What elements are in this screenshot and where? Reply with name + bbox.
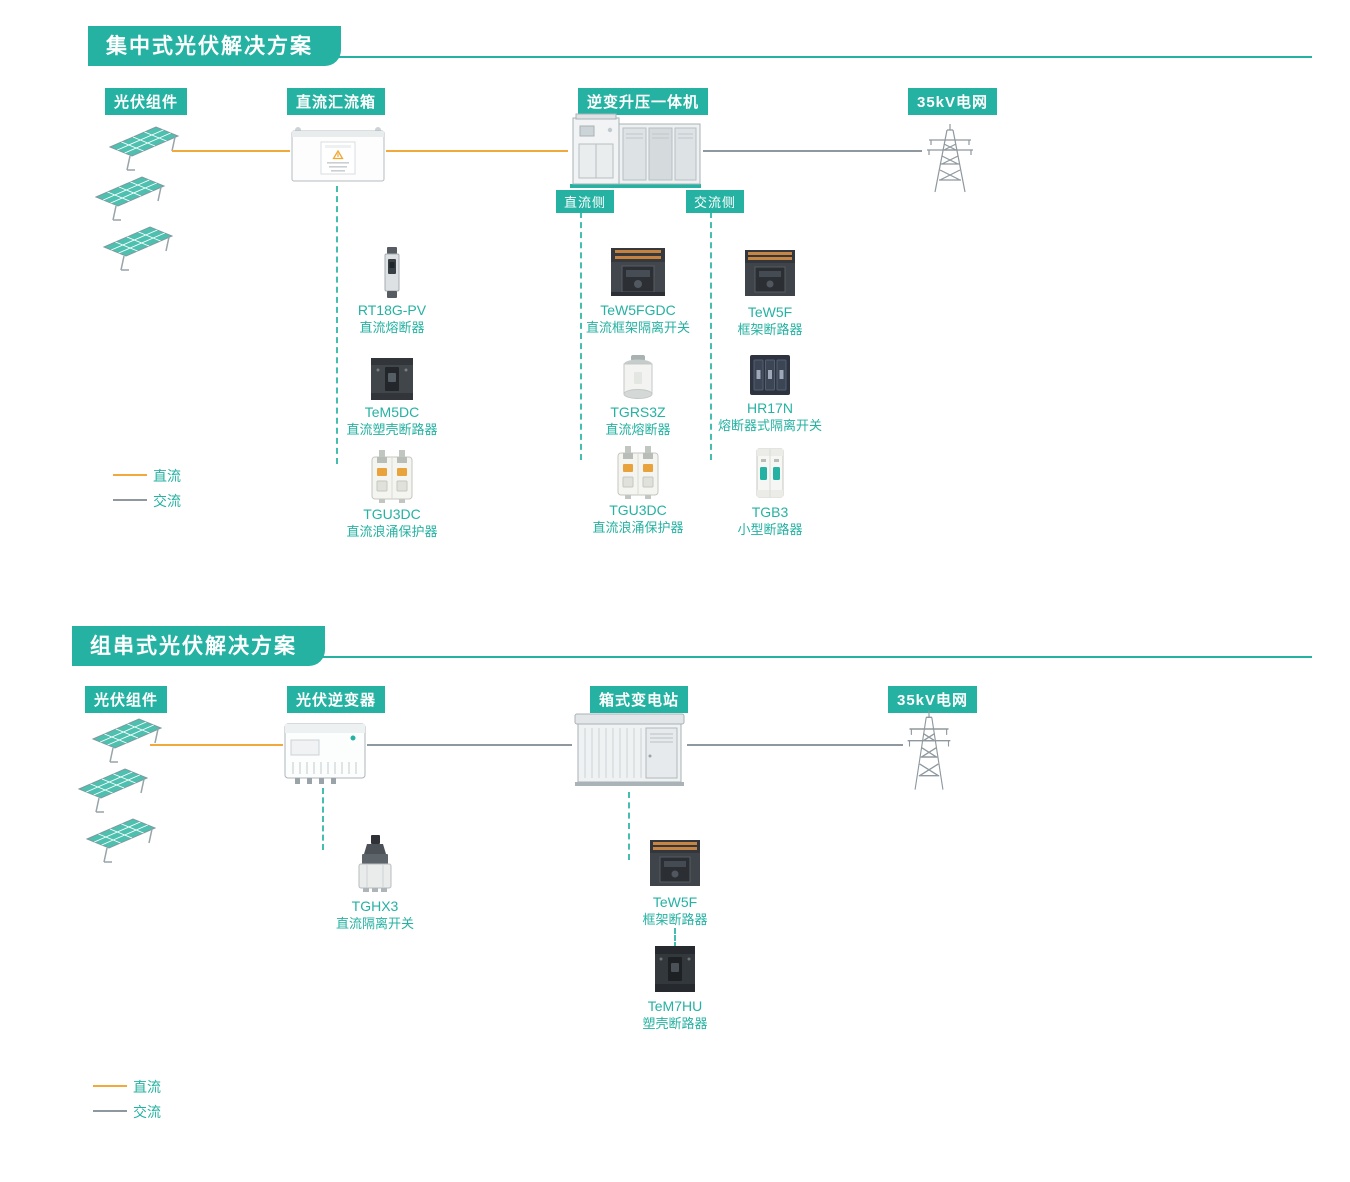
- legend-dc-line: [93, 1085, 127, 1087]
- string-inverter-icon: [283, 722, 367, 793]
- product-desc: 直流熔断器: [359, 320, 425, 335]
- section2-divider-line: [72, 656, 1312, 658]
- product-label: TGHX3 直流隔离开关: [305, 898, 445, 932]
- product-label: TeM7HU 塑壳断路器: [605, 998, 745, 1032]
- product-model: TGU3DC: [363, 506, 421, 522]
- dashed-line-inverter-products: [322, 788, 324, 850]
- product-tem5dc-icon: [368, 356, 416, 407]
- section1-title-banner: 集中式光伏解决方案: [88, 26, 341, 66]
- solar-panel-array-icon: [92, 120, 192, 279]
- dashed-line-combiner-products: [336, 186, 338, 464]
- stage-grid-badge: 35kV电网: [908, 88, 998, 115]
- section2-title-banner: 组串式光伏解决方案: [72, 626, 325, 666]
- product-tew5f-icon: [743, 248, 797, 303]
- product-label: RT18G-PV 直流熔断器: [322, 302, 462, 336]
- product-label: TGB3 小型断路器: [700, 504, 840, 538]
- product-model: HR17N: [747, 400, 793, 416]
- transmission-tower-icon: [922, 122, 978, 199]
- stage-grid-badge: 35kV电网: [888, 686, 978, 713]
- product-tew5f-icon: [648, 838, 702, 893]
- product-rt18g-pv-icon: [382, 246, 402, 305]
- product-model: TGU3DC: [609, 502, 667, 518]
- ac-line-substation-to-grid: [687, 744, 903, 746]
- legend-dc-label: 直流: [153, 468, 181, 484]
- solar-panel-array-icon: [75, 712, 175, 871]
- stage-dc-combiner-badge: 直流汇流箱: [287, 88, 386, 115]
- product-label: TGRS3Z 直流熔断器: [568, 404, 708, 438]
- dc-line-panels-to-combiner: [172, 150, 290, 152]
- section1-title: 集中式光伏解决方案: [106, 35, 313, 58]
- dc-combiner-box-icon: [290, 124, 386, 191]
- product-label: TeM5DC 直流塑壳断路器: [322, 404, 462, 438]
- product-desc: 直流浪涌保护器: [346, 524, 438, 539]
- stage-pv-inverter-badge: 光伏逆变器: [287, 686, 386, 713]
- dc-side-badge: 直流侧: [556, 190, 615, 213]
- legend-ac-label: 交流: [133, 1104, 161, 1120]
- legend-dc-line: [113, 474, 147, 476]
- product-model: TGHX3: [351, 898, 399, 914]
- product-model: TeW5F: [747, 304, 793, 320]
- dashed-line-substation-products: [628, 792, 630, 860]
- dashed-line-between-products: [674, 928, 676, 948]
- product-tgrs3z-icon: [613, 354, 663, 407]
- stage-inverter-booster-badge: 逆变升压一体机: [578, 88, 709, 115]
- dashed-line-dc-side-products: [580, 212, 582, 460]
- product-model: TeM7HU: [647, 998, 703, 1014]
- dashed-line-ac-side-products: [710, 212, 712, 460]
- stage-pv-modules-badge: 光伏组件: [85, 686, 168, 713]
- dc-line-panels-to-inverter: [150, 744, 283, 746]
- box-substation-icon: [572, 710, 687, 795]
- product-tghx3-icon: [351, 834, 399, 899]
- product-desc: 直流熔断器: [605, 422, 671, 437]
- dc-line-combiner-to-inverter: [386, 150, 568, 152]
- product-label: TeW5F 框架断路器: [700, 304, 840, 338]
- product-label: TeW5F 框架断路器: [605, 894, 745, 928]
- product-label: TGU3DC 直流浪涌保护器: [568, 502, 708, 536]
- product-desc: 直流塑壳断路器: [346, 422, 438, 437]
- ac-line-inverter-to-grid: [703, 150, 922, 152]
- product-desc: 直流浪涌保护器: [592, 520, 684, 535]
- product-model: TeW5FGDC: [600, 302, 676, 318]
- legend-ac-line: [93, 1110, 127, 1112]
- product-model: TGRS3Z: [610, 404, 666, 420]
- product-desc: 直流隔离开关: [335, 916, 414, 931]
- product-model: TeM5DC: [364, 404, 420, 420]
- product-tem7hu-icon: [652, 944, 698, 999]
- product-label: TeW5FGDC 直流框架隔离开关: [568, 302, 708, 336]
- ac-side-badge: 交流侧: [686, 190, 745, 213]
- legend-ac-label: 交流: [153, 493, 181, 509]
- product-model: RT18G-PV: [357, 302, 427, 318]
- inverter-booster-station-icon: [568, 112, 703, 195]
- stage-box-substation-badge: 箱式变电站: [590, 686, 689, 713]
- product-desc: 熔断器式隔离开关: [717, 418, 822, 433]
- section2-title: 组串式光伏解决方案: [90, 635, 297, 658]
- product-tgu3dc-icon: [611, 444, 665, 505]
- product-model: TGB3: [751, 504, 789, 520]
- product-tew5fgdc-icon: [609, 246, 667, 303]
- product-desc: 框架断路器: [737, 322, 803, 337]
- transmission-tower-icon: [903, 708, 955, 797]
- legend-dc-label: 直流: [133, 1079, 161, 1095]
- product-desc: 塑壳断路器: [642, 1016, 708, 1031]
- product-desc: 小型断路器: [737, 522, 803, 537]
- product-hr17n-icon: [748, 352, 792, 403]
- product-desc: 直流框架隔离开关: [585, 320, 690, 335]
- product-tgu3dc-icon: [365, 448, 419, 509]
- stage-pv-modules-badge: 光伏组件: [105, 88, 188, 115]
- section1-divider-line: [88, 56, 1312, 58]
- product-label: HR17N 熔断器式隔离开关: [700, 400, 840, 434]
- product-model: TeW5F: [652, 894, 698, 910]
- product-desc: 框架断路器: [642, 912, 708, 927]
- product-label: TGU3DC 直流浪涌保护器: [322, 506, 462, 540]
- ac-line-inverter-to-substation: [367, 744, 572, 746]
- legend-ac-line: [113, 499, 147, 501]
- product-tgb3-icon: [750, 446, 790, 505]
